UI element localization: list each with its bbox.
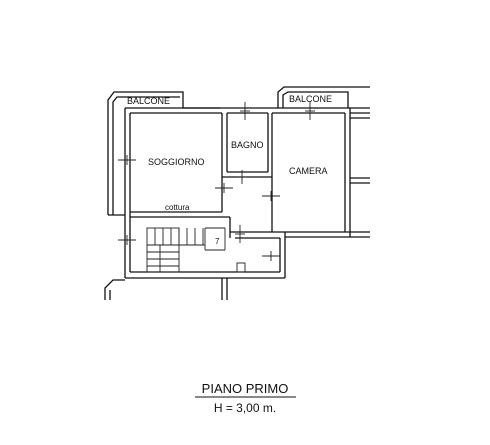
balcone-right-label: BALCONE bbox=[289, 94, 332, 104]
bagno-label: BAGNO bbox=[231, 140, 264, 150]
camera-label: CAMERA bbox=[289, 166, 328, 176]
outer-walls bbox=[124, 107, 286, 279]
camera-walls bbox=[272, 108, 370, 238]
balcone-left-label: BALCONE bbox=[127, 96, 170, 106]
adjacent-unit bbox=[350, 112, 370, 184]
staircase: 7 bbox=[146, 227, 226, 273]
balcony-right bbox=[277, 86, 370, 109]
floor-height: H = 3,00 m. bbox=[214, 401, 276, 415]
center-walls bbox=[229, 113, 280, 239]
plan-title: PIANO PRIMO bbox=[202, 381, 289, 396]
door-marks bbox=[118, 102, 315, 273]
lower-stubs bbox=[104, 278, 228, 300]
soggiorno-walls bbox=[130, 113, 230, 218]
svg-text:7: 7 bbox=[215, 237, 220, 246]
soggiorno-label: SOGGIORNO bbox=[148, 157, 205, 167]
bagno-walls bbox=[222, 112, 272, 178]
cottura-label: cottura bbox=[165, 203, 190, 212]
